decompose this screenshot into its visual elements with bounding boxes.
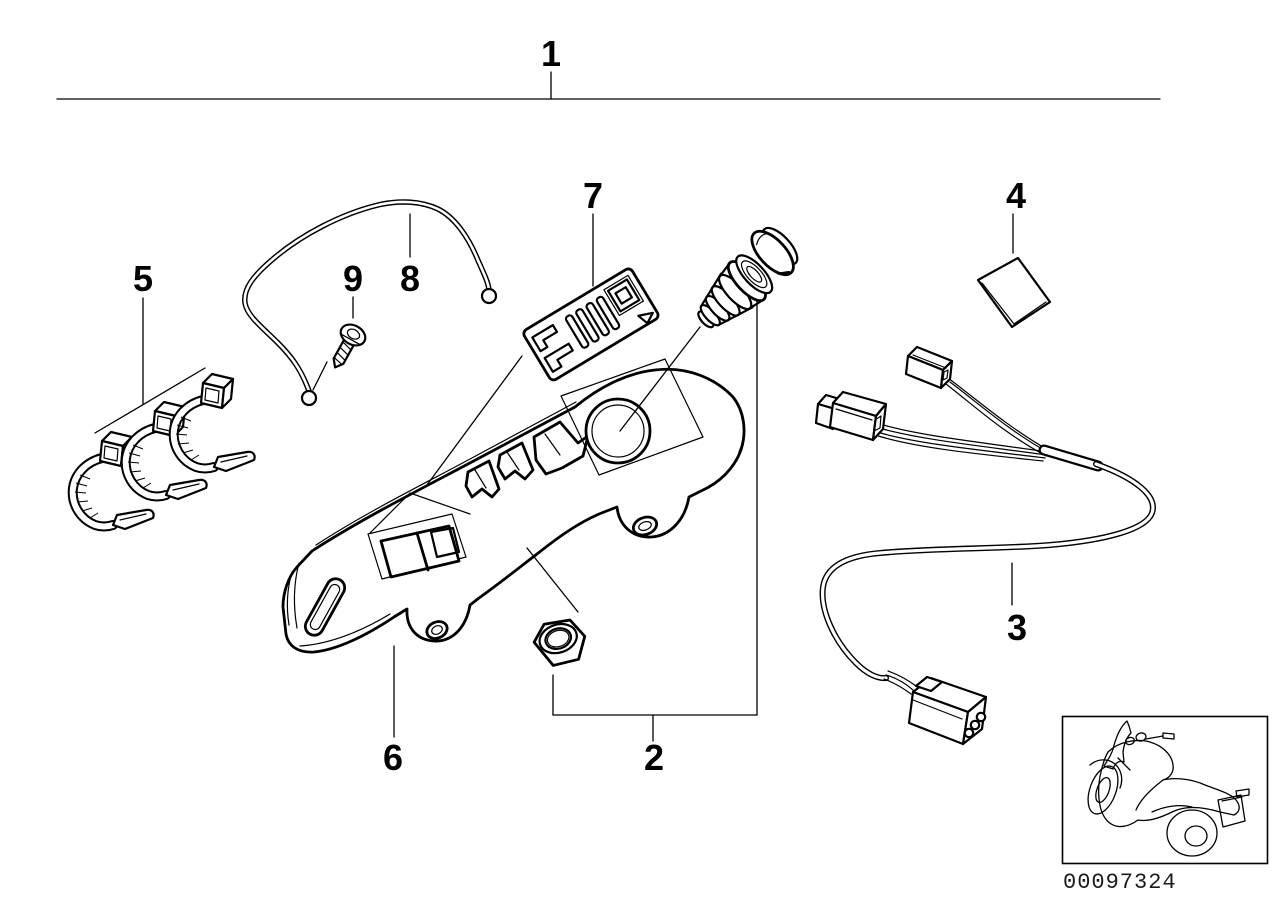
screw-position-leader	[312, 361, 328, 391]
part-2-nut	[532, 618, 587, 667]
callout-1[interactable]: 1	[541, 33, 561, 74]
cable-item-3	[174, 374, 255, 471]
bracket-socket-plate	[560, 358, 745, 476]
screw-head	[339, 323, 367, 347]
nut-position-leader	[526, 547, 579, 613]
bracket-tab-holes	[425, 515, 659, 640]
bracket-bottom-contour	[299, 613, 391, 647]
harness-connector-large	[814, 390, 888, 442]
harness-connector-3pin	[907, 675, 988, 746]
socket-to-hole-leader	[619, 326, 701, 432]
callout-7[interactable]: 7	[583, 175, 603, 216]
callout-6[interactable]: 6	[383, 737, 403, 778]
harness-cable	[819, 461, 1156, 682]
part-9-screw	[332, 323, 367, 369]
model-thumbnail-box	[1061, 715, 1269, 865]
part-6-bracket	[281, 358, 746, 654]
cable-item-1	[73, 432, 154, 529]
callout-3[interactable]: 3	[1007, 607, 1027, 648]
bracket-tip-contour-2	[293, 562, 300, 629]
bracket-outline	[281, 367, 746, 654]
part7-to-bracket-leader	[423, 355, 523, 490]
callout-9[interactable]: 9	[343, 258, 363, 299]
leader-lines	[56, 71, 1161, 742]
callout-5[interactable]: 5	[133, 258, 153, 299]
callout-8[interactable]: 8	[400, 258, 420, 299]
part-7-connector	[522, 267, 660, 382]
pin-3	[975, 711, 987, 723]
bracket-hook-slot-inner	[309, 583, 341, 631]
callout-4[interactable]: 4	[1006, 175, 1026, 216]
callout-5-group-leader	[94, 367, 206, 434]
socket-face	[735, 254, 774, 295]
pin-1	[963, 727, 975, 739]
bracket-teeth	[464, 420, 590, 499]
callout-2[interactable]: 2	[644, 737, 664, 778]
drawing-number: 00097324	[1063, 870, 1177, 895]
part-5-cables	[73, 374, 255, 529]
part-4-pad	[976, 256, 1052, 329]
part-8-wire-bow	[242, 199, 498, 407]
part-2-socket	[697, 226, 799, 329]
wire-bow-eyelet-lower	[300, 389, 318, 407]
bracket-top-contour	[315, 401, 577, 546]
harness-connector-small	[904, 345, 954, 390]
motorcycle-icon	[1087, 720, 1250, 857]
bracket-hook-slot	[303, 577, 347, 637]
bracket-tip-contour-1	[286, 571, 293, 626]
connector-clip	[637, 311, 654, 325]
pin-2	[969, 719, 981, 731]
callout-labels: 1 2 3 4 5 6 7 8 9	[133, 33, 1027, 778]
socket-hole	[584, 397, 652, 465]
bracket-switch-window	[367, 492, 471, 580]
part-3-harness	[814, 345, 1156, 746]
cable-item-2	[126, 402, 207, 499]
harness-wires	[874, 377, 1050, 462]
wire-bow-eyelet-upper	[480, 287, 498, 305]
